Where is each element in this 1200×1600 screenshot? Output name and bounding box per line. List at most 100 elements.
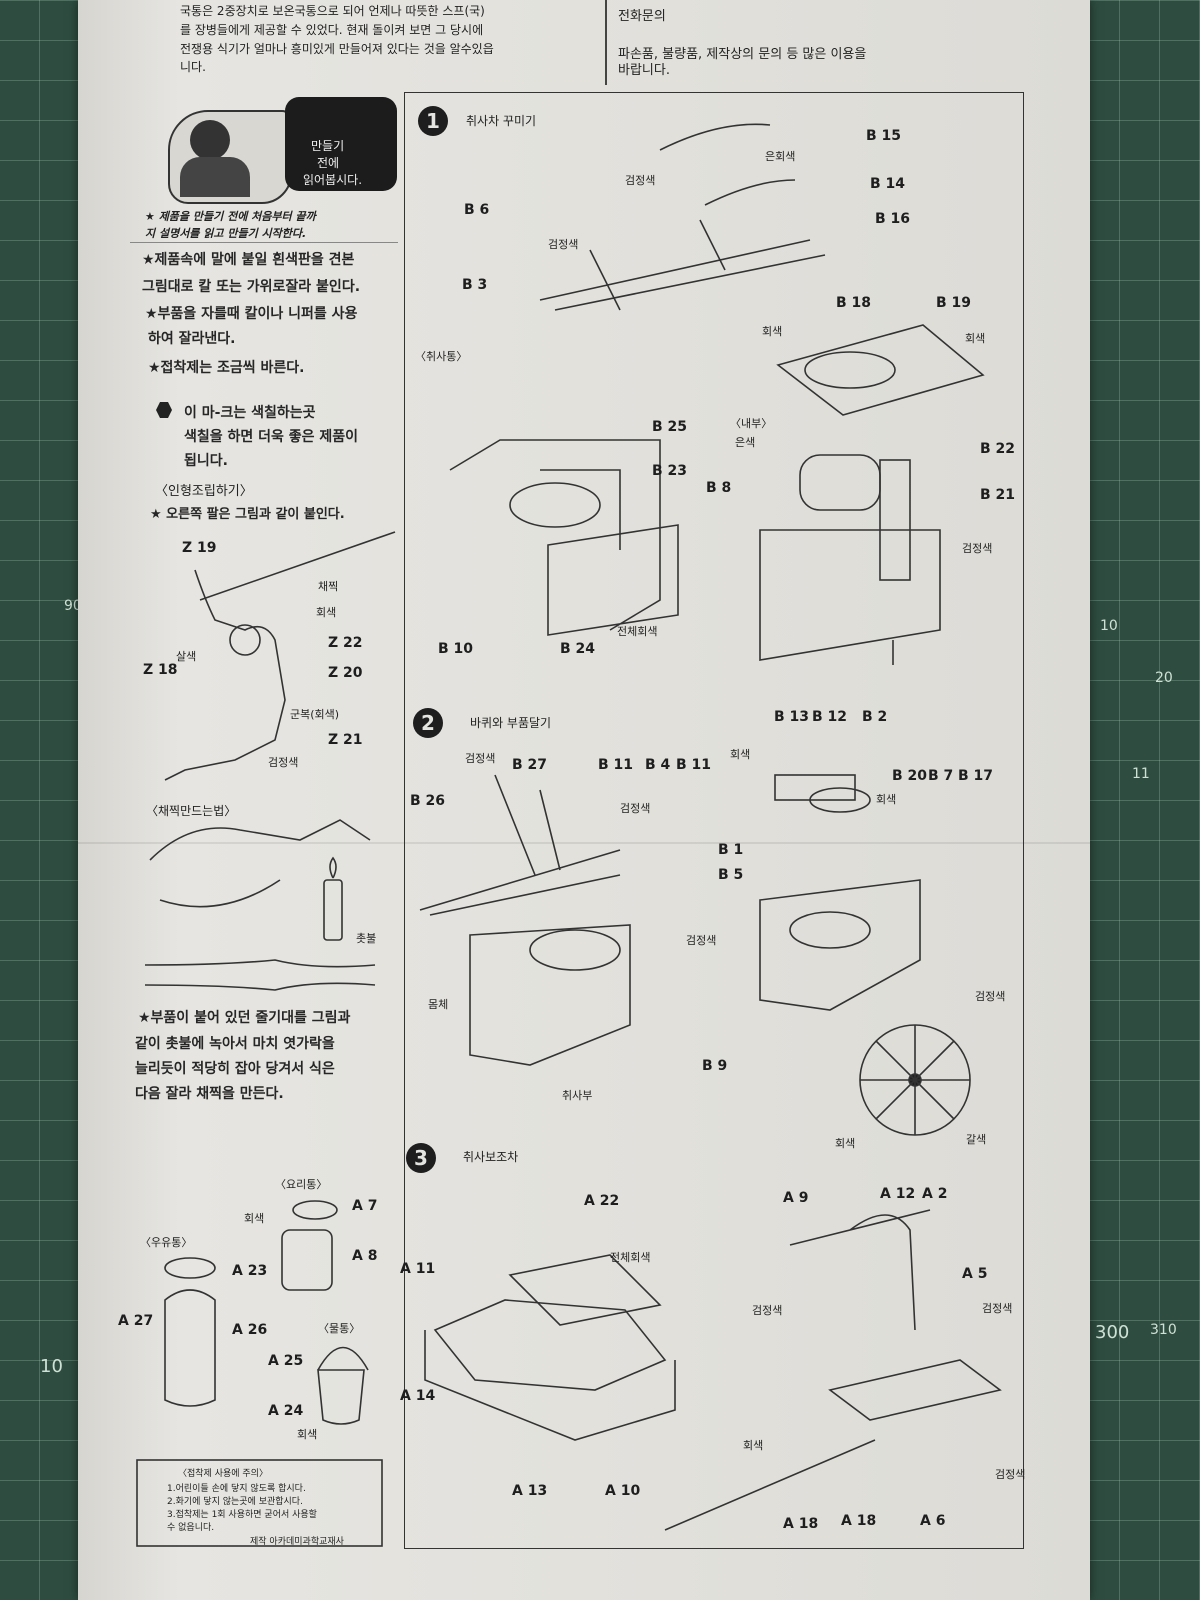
label: 회색 [835, 1137, 856, 1150]
label: B 23 [652, 463, 688, 479]
label: 1.어린이들 손에 닿지 않도록 합시다. [167, 1484, 306, 1494]
mark-text: 색칠을 하면 더욱 좋은 제품이 [184, 429, 359, 445]
label: 회색 [743, 1439, 764, 1452]
label: 전에 [317, 156, 340, 170]
color-label: 살색 [176, 650, 197, 663]
mat-number: 20 [1155, 670, 1173, 686]
label: A 12 [880, 1186, 916, 1202]
divider [130, 242, 398, 243]
whip-text: ★부품이 붙어 있던 줄기대를 그림과 [138, 1010, 351, 1026]
step-number: 2 [413, 708, 443, 738]
whip-text: 다음 잘라 채찍을 만든다. [135, 1086, 284, 1102]
label: A 18 [783, 1516, 819, 1532]
label: B 26 [410, 793, 446, 809]
part-label: A 27 [118, 1313, 154, 1329]
label: A 5 [962, 1266, 988, 1282]
part-group-label: 〈요리통〉 [275, 1178, 328, 1191]
step-title: 취사보조차 [463, 1150, 519, 1164]
mat-number: 300 [1095, 1322, 1130, 1343]
label: B 17 [958, 768, 994, 784]
label: B 9 [702, 1058, 728, 1074]
figure-heading: 〈인형조립하기〉 [155, 484, 253, 499]
color-label: 군복(회색) [290, 708, 340, 721]
figure-note: ★ 오른쪽 팔은 그림과 같이 붙인다. [150, 507, 345, 522]
label: 회색 [762, 325, 783, 338]
label: 검정색 [995, 1468, 1026, 1481]
soldier-cartoon [168, 110, 292, 204]
instruction-bullet: ★접착제는 조금씩 바른다. [148, 360, 305, 376]
mat-number: 10 [1100, 618, 1118, 634]
label: 수 없읍니다. [167, 1523, 215, 1533]
label: 국통은 2중장치로 보온국통으로 되어 언제나 따뜻한 스프(국) [180, 4, 485, 18]
label: 회색 [876, 793, 897, 806]
label: B 2 [862, 709, 888, 725]
label: 전체회색 [617, 625, 658, 638]
label: A 10 [605, 1483, 641, 1499]
label: 검정색 [975, 990, 1006, 1003]
color-label: 회색 [244, 1212, 265, 1225]
label: B 1 [718, 842, 744, 858]
label: 바랍니다. [618, 63, 670, 78]
color-label: 회색 [316, 606, 337, 619]
part-label: A 25 [268, 1353, 304, 1369]
label: B 3 [462, 277, 488, 293]
part-label: Z 22 [328, 635, 363, 651]
label: 를 장병들에게 제공할 수 있었다. 현재 돌이켜 보면 그 당시에 [180, 23, 484, 37]
mat-number: 10 [40, 1356, 63, 1377]
part-group-label: 〈물통〉 [318, 1322, 361, 1335]
label: 전체회색 [610, 1251, 651, 1264]
label: 검정색 [625, 174, 656, 187]
label: 검정색 [752, 1304, 783, 1317]
label: 검정색 [465, 752, 496, 765]
header-divider [605, 0, 607, 85]
candle-label: 촛불 [356, 932, 377, 945]
label: B 5 [718, 867, 744, 883]
label: B 11 [676, 757, 712, 773]
label: 검정색 [982, 1302, 1013, 1315]
color-label: 검정색 [268, 756, 299, 769]
part-label: Z 19 [182, 540, 217, 556]
label: A 13 [512, 1483, 548, 1499]
part-label: Z 18 [143, 662, 178, 678]
step-number: 1 [418, 106, 448, 136]
label: 전쟁용 식기가 얼마나 흥미있게 만들어져 있다는 것을 알수있읍 [180, 42, 494, 56]
label: A 14 [400, 1388, 436, 1404]
label: B 19 [936, 295, 972, 311]
label: 검정색 [686, 934, 717, 947]
label: B 11 [598, 757, 634, 773]
whip-heading: 〈채찍만드는법〉 [146, 804, 237, 818]
label: 읽어봅시다. [303, 173, 363, 187]
step-title: 바퀴와 부품달기 [470, 716, 552, 730]
label: 취사부 [562, 1089, 593, 1102]
label: 갈색 [966, 1133, 987, 1146]
label: 검정색 [620, 802, 651, 815]
part-label: 채찍 [318, 580, 339, 593]
label: 파손품, 불량품, 제작상의 문의 등 많은 이용을 [618, 47, 867, 62]
part-label: Z 21 [328, 732, 363, 748]
instruction-bullet: 그림대로 칼 또는 가위로잘라 붙인다. [142, 279, 361, 295]
instruction-sheet [78, 0, 1090, 1600]
label: A 22 [584, 1193, 620, 1209]
label: 〈접착제 사용에 주의〉 [178, 1469, 268, 1479]
label: B 25 [652, 419, 688, 435]
whip-text: 같이 촛불에 녹아서 마치 엿가락을 [135, 1036, 335, 1052]
label: 회색 [965, 332, 986, 345]
step-title: 취사차 꾸미기 [466, 114, 537, 128]
label: B 16 [875, 211, 911, 227]
label: 은색 [735, 436, 756, 449]
label: A 6 [920, 1513, 946, 1529]
mat-number: 90 [64, 598, 82, 614]
caption: ★ 제품을 만들기 전에 처음부터 끝까 [145, 210, 316, 223]
assembly-panel [404, 92, 1024, 1549]
label: 회색 [730, 748, 751, 761]
label: A 11 [400, 1261, 436, 1277]
label: A 2 [922, 1186, 948, 1202]
label: B 7 [928, 768, 954, 784]
part-label: A 23 [232, 1263, 268, 1279]
label: 검정색 [548, 238, 579, 251]
label: B 18 [836, 295, 872, 311]
read-first-bubble: 만들기 전에 읽어봅시다. [285, 97, 397, 191]
label: 〈취사통〉 [415, 350, 468, 363]
label: B 6 [464, 202, 490, 218]
